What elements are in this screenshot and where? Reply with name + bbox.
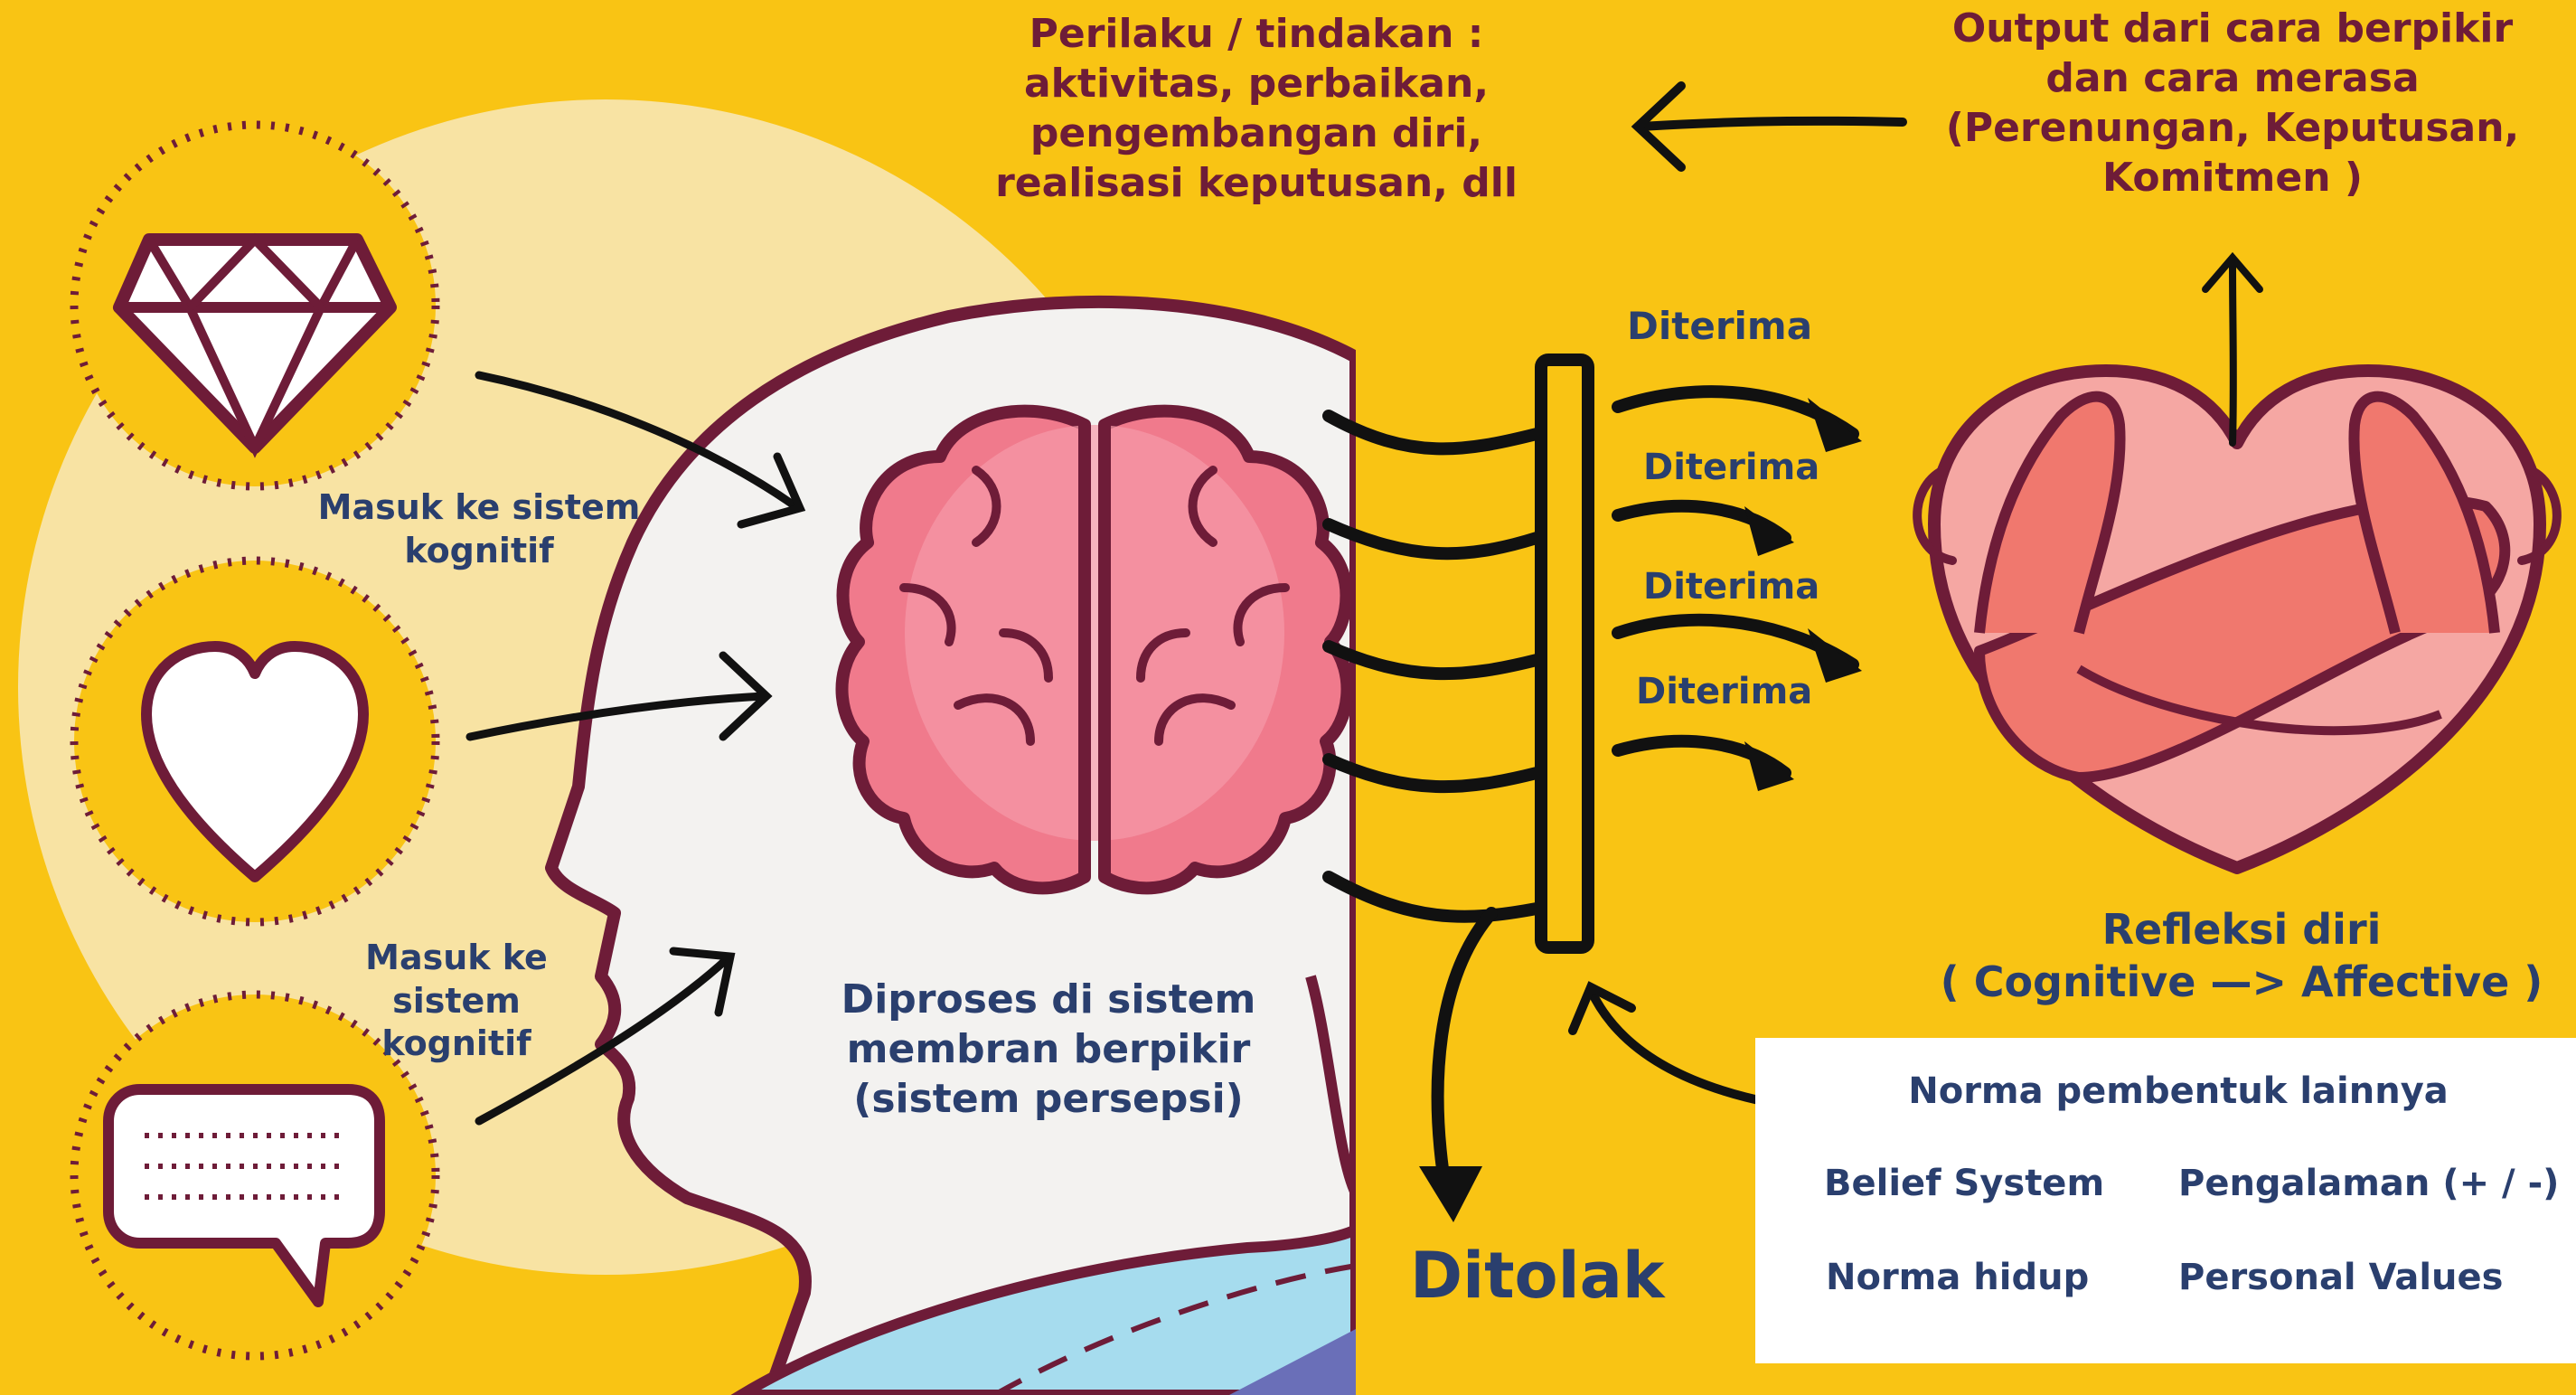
norm-item-experience: Pengalaman (+ / -): [2178, 1163, 2559, 1204]
reflection-line-1: Refleksi diri: [1934, 904, 2549, 957]
norm-item-values: Personal Values: [2178, 1257, 2503, 1298]
input-label-2-line-3: kognitif: [321, 1023, 592, 1066]
rejected-label: Ditolak: [1410, 1239, 1664, 1313]
input-label-2: Masuk ke sistem kognitif: [321, 937, 592, 1066]
output-text: Output dari cara berpikir dan cara meras…: [1916, 4, 2549, 203]
input-label-2-line-1: Masuk ke: [321, 937, 592, 980]
input-label-1: Masuk ke sistem kognitif: [298, 486, 660, 572]
norms-title: Norma pembentuk lainnya: [1844, 1069, 2513, 1114]
behavior-text: Perilaku / tindakan : aktivitas, perbaik…: [976, 9, 1537, 208]
filter-bar: [1541, 360, 1588, 947]
process-line-1: Diproses di sistem: [813, 975, 1283, 1024]
input-label-2-line-2: sistem: [321, 980, 592, 1023]
behavior-line-4: realisasi keputusan, dll: [976, 158, 1537, 208]
input-label-1-line-1: Masuk ke sistem: [298, 486, 660, 530]
accepted-label-2: Diterima: [1643, 447, 1819, 488]
behavior-line-3: pengembangan diri,: [976, 108, 1537, 158]
reflection-line-2: ( Cognitive —> Affective ): [1934, 957, 2549, 1009]
process-line-3: (sistem persepsi): [813, 1074, 1283, 1124]
output-line-4: Komitmen ): [1916, 153, 2549, 203]
norm-item-belief: Belief System: [1824, 1163, 2104, 1204]
output-line-1: Output dari cara berpikir: [1916, 4, 2549, 53]
accepted-label-3: Diterima: [1643, 566, 1819, 608]
accepted-label-1: Diterima: [1627, 304, 1812, 348]
process-text: Diproses di sistem membran berpikir (sis…: [813, 975, 1283, 1124]
behavior-line-2: aktivitas, perbaikan,: [976, 59, 1537, 108]
behavior-line-1: Perilaku / tindakan :: [976, 9, 1537, 59]
process-line-2: membran berpikir: [813, 1024, 1283, 1074]
reflection-text: Refleksi diri ( Cognitive —> Affective ): [1934, 904, 2549, 1008]
output-line-3: (Perenungan, Keputusan,: [1916, 103, 2549, 153]
accepted-label-4: Diterima: [1636, 671, 1812, 712]
brain-icon: [841, 411, 1347, 889]
input-label-1-line-2: kognitif: [298, 530, 660, 573]
norm-item-life: Norma hidup: [1826, 1257, 2089, 1298]
output-line-2: dan cara merasa: [1916, 53, 2549, 103]
